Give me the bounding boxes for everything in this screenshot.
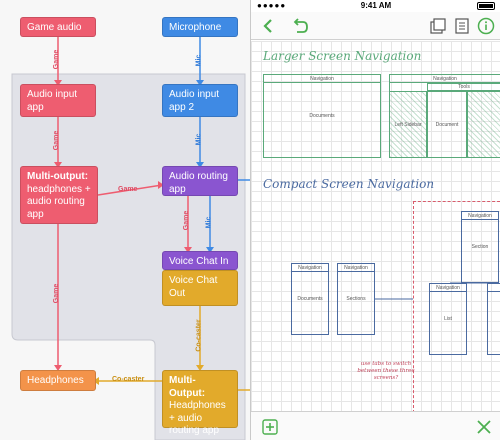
top-toolbar [251,12,500,40]
node-voice-chat-out[interactable]: Voice Chat Out [162,270,238,306]
chevron-left-icon[interactable] [257,15,279,37]
wireframe-label: Documents [297,296,323,302]
compact-screen-title: Compact Screen Navigation [263,177,435,191]
edge-label-game: Game [53,49,61,70]
mic-edges [199,37,250,250]
sketch-canvas[interactable]: Larger Screen Navigation Navigation Docu… [251,41,500,413]
status-bar: ●●●●● 9:41 AM [251,0,500,12]
wireframe-document-body: Document [427,91,467,158]
tools-icon[interactable] [473,416,495,438]
node-audio-input-app[interactable]: Audio input app [20,84,96,117]
node-multi-output[interactable]: Multi-output: headphones + audio routing… [20,166,98,224]
info-icon[interactable] [475,15,497,37]
wireframe-connectors [375,282,497,300]
wireframe-label: Document [435,121,459,128]
cocaster-edges [96,306,250,391]
status-time: 9:41 AM [360,1,392,10]
edge-label-mic: Mic [195,133,203,146]
wireframe-documents: Navigation Documents [263,74,381,158]
node-multi-output-2[interactable]: Multi-Output: Headphones + audio routing… [162,370,238,436]
wireframe-compact-sections: Navigation Sections [337,263,375,335]
wireframe-label: Section [471,244,489,250]
edge-label-cocaster: Co-caster [195,319,203,352]
battery-icon [477,2,495,10]
wireframe-header: Navigation [430,284,466,292]
edge-label-game: Game [183,210,191,231]
document-icon[interactable] [451,15,473,37]
node-label: Headphones + audio routing app [169,400,226,436]
wireframe-header: Navigation [338,264,374,272]
wireframe-compact-list: Navigation List [429,283,467,355]
left-diagram-pane: Game audio Microphone Audio input app Au… [11,17,250,440]
node-label: Headphones [27,375,84,386]
node-audio-routing-app[interactable]: Audio routing app [162,166,238,196]
arrow-heads [54,80,214,385]
node-label: Voice Chat In [169,256,229,267]
wireframe-label: Left Sidebar [394,121,422,128]
edge-label-mic: Mic [205,216,213,229]
node-label: headphones + audio routing app [27,183,91,220]
node-voice-chat-in[interactable]: Voice Chat In [162,251,238,270]
signal-icon: ●●●●● [257,1,287,10]
node-label: Audio routing app [169,171,228,195]
node-headphones[interactable]: Headphones [20,370,96,391]
edge-label-game: Game [53,283,61,304]
wireframe-tools: Tools [427,83,500,91]
layers-icon[interactable] [427,15,449,37]
wireframe-right-panel [467,91,500,158]
edge-label-cocaster: Co-caster [112,376,145,383]
node-label-bold: Multi-output: [27,171,89,182]
wireframe-label: List [444,316,452,322]
wireframe-header: Navigation [462,212,498,220]
node-label: Audio input app 2 [169,89,220,113]
wireframe-left-sidebar: Left Sidebar [389,91,427,158]
node-label-bold: Multi-Output: [169,375,206,399]
game-edges [57,37,189,368]
larger-screen-title: Larger Screen Navigation [263,49,422,63]
wireframe-header: Navigation [292,264,328,272]
undo-icon[interactable] [289,15,311,37]
wireframe-header: Navigation [264,75,380,83]
right-sketch-pane: ●●●●● 9:41 AM Larger Screen Navigation N… [250,0,500,440]
diagram-connections [11,37,250,440]
edge-label-game: Game [53,130,61,151]
node-label: Microphone [169,22,222,33]
annotation-note: use tabs to switch between these three s… [357,361,415,381]
grouping-container [11,73,246,440]
bottom-toolbar [251,411,500,440]
wireframe-compact-documents: Navigation Documents [291,263,329,335]
edge-label-mic: Mic [195,54,203,67]
node-game-audio[interactable]: Game audio [20,17,96,37]
wireframe-label: Documents [309,113,335,119]
add-icon[interactable] [259,416,281,438]
wireframe-header: Navigation [390,75,500,83]
node-label: Voice Chat Out [169,275,218,299]
node-audio-input-app-2[interactable]: Audio input app 2 [162,84,238,117]
node-label: Game audio [27,22,82,33]
edge-label-game: Game [118,186,138,193]
wireframe-label: Sections [346,296,366,302]
node-microphone[interactable]: Microphone [162,17,238,37]
node-label: Audio input app [27,89,78,113]
